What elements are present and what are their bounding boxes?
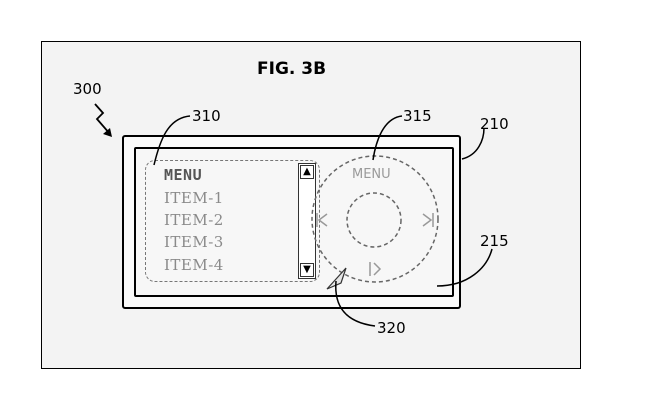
ref-menu-area: 310 — [192, 107, 221, 125]
ref-wheel: 315 — [403, 107, 432, 125]
menu-header: MENU — [164, 166, 203, 184]
figure-title: FIG. 3B — [257, 59, 327, 79]
scroll-down-icon[interactable]: ▼ — [300, 263, 314, 277]
ref-cursor: 320 — [377, 319, 406, 337]
menu-item[interactable]: ITEM-3 — [164, 233, 224, 251]
scroll-up-icon[interactable]: ▲ — [300, 165, 314, 179]
menu-item[interactable]: ITEM-2 — [164, 211, 224, 229]
wheel-menu-label[interactable]: MENU — [352, 167, 391, 182]
ref-housing: 210 — [480, 115, 509, 133]
ref-device: 300 — [73, 80, 102, 98]
menu-item[interactable]: ITEM-1 — [164, 189, 224, 207]
ref-display: 215 — [480, 232, 509, 250]
menu-item[interactable]: ITEM-4 — [164, 256, 224, 274]
scrollbar[interactable]: ▲ ▼ — [298, 163, 316, 279]
